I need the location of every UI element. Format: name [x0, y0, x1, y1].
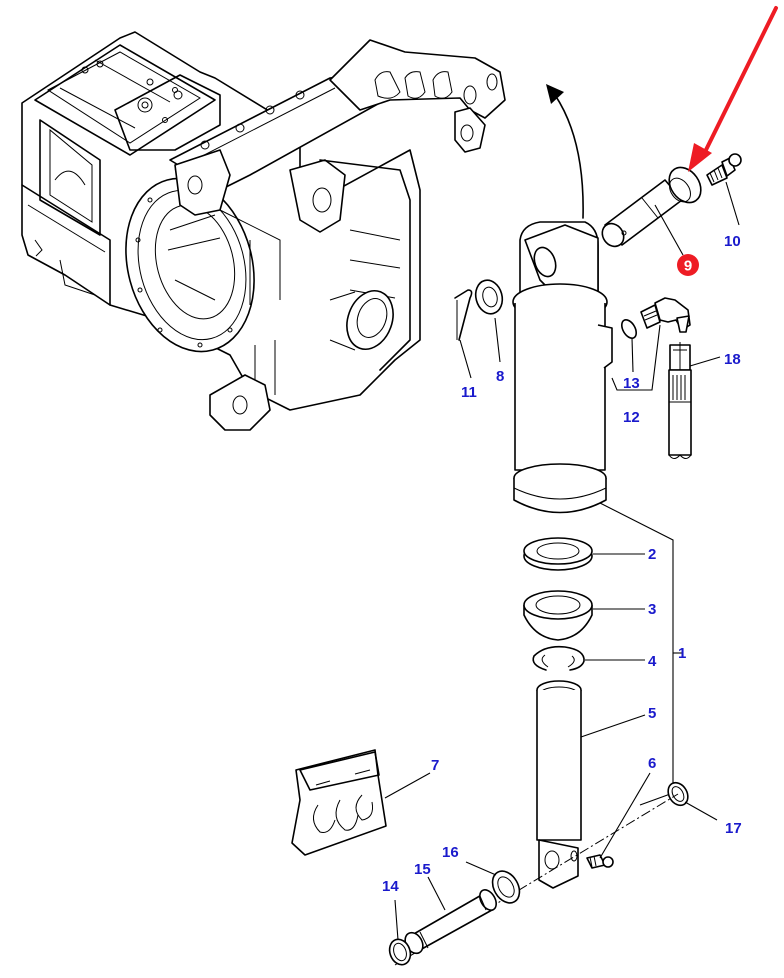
part-15-pin	[404, 876, 497, 955]
part-17-ring	[667, 781, 718, 821]
callout-5[interactable]: 5	[648, 705, 656, 722]
part-18-hose	[668, 342, 721, 459]
cylinder-body	[512, 221, 613, 514]
callout-3[interactable]: 3	[648, 601, 656, 618]
part-7-parts-kit-bag	[291, 749, 431, 856]
callout-12[interactable]: 12	[623, 409, 640, 426]
transmission-housing	[21, 31, 506, 431]
part-8-washer	[474, 279, 504, 363]
part-10-grease-nipple	[706, 153, 742, 226]
callout-13[interactable]: 13	[623, 375, 640, 392]
callout-8[interactable]: 8	[496, 368, 504, 385]
callout-4[interactable]: 4	[648, 653, 657, 670]
highlight-badge	[677, 254, 699, 276]
callout-labels: 1 2 3 4 5 6 7 8 9 10 11 12 13 14 15 16 1…	[382, 233, 742, 895]
part-2-seal	[523, 537, 645, 571]
part-16-washer	[465, 861, 521, 904]
callout-17[interactable]: 17	[725, 820, 742, 837]
part-14-ring	[388, 899, 412, 966]
part-9-pin	[601, 166, 702, 256]
callout-2[interactable]: 2	[648, 546, 656, 563]
highlight-arrow	[688, 6, 778, 172]
part-13-o-ring	[620, 319, 638, 373]
part-6-grease-nipple	[586, 772, 651, 869]
part-12-elbow-fitting	[611, 297, 691, 391]
assembly-direction-arrow	[546, 84, 584, 219]
part-3-guide-ring	[523, 590, 645, 641]
callout-14[interactable]: 14	[382, 878, 399, 895]
callout-9-highlighted[interactable]: 9	[677, 254, 699, 276]
part-5-piston-rod	[536, 680, 646, 889]
callout-10[interactable]: 10	[724, 233, 741, 250]
callout-7[interactable]: 7	[431, 757, 439, 774]
callout-6[interactable]: 6	[648, 755, 656, 772]
part-11-split-pin	[454, 289, 473, 379]
part-4-circlip	[532, 645, 645, 671]
callout-9[interactable]: 9	[684, 258, 692, 275]
part-1-bracket	[599, 502, 682, 806]
callout-1[interactable]: 1	[678, 645, 686, 662]
callout-15[interactable]: 15	[414, 861, 431, 878]
callout-11[interactable]: 11	[461, 384, 477, 401]
callout-16[interactable]: 16	[442, 844, 459, 861]
callout-18[interactable]: 18	[724, 351, 741, 368]
